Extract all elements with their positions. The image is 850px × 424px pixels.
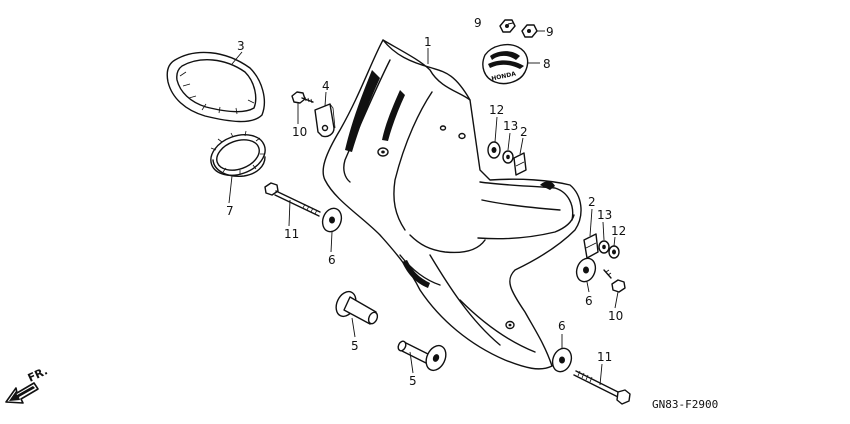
callout-9a: 9	[474, 16, 482, 30]
front-cover-part	[322, 39, 582, 370]
callout-5b: 5	[409, 374, 417, 388]
callout-2b: 2	[588, 195, 596, 209]
leader-lines	[228, 22, 619, 386]
long-bolt-part-lower	[573, 370, 631, 405]
washer-part-b	[575, 257, 597, 283]
clip-part-right	[583, 233, 599, 259]
callout-11a: 11	[284, 227, 299, 241]
direction-label: FR.	[26, 364, 50, 384]
callout-6c: 6	[558, 319, 566, 333]
bracket-part	[314, 103, 336, 138]
collar-part-lower	[397, 340, 447, 372]
callout-9b: 9	[546, 25, 554, 39]
honda-emblem-part: HONDA	[482, 43, 529, 85]
long-bolt-part-upper	[264, 182, 321, 217]
callout-10a: 10	[292, 125, 307, 139]
callout-numbers: 1 3 4 10 7 11 6 9 9 8 12 13 2 2 13 12 6 …	[226, 16, 626, 388]
callout-12b: 12	[611, 224, 626, 238]
washer-small-part-right	[598, 240, 610, 254]
callout-6b: 6	[585, 294, 593, 308]
nut-part-right	[521, 24, 538, 38]
callout-8: 8	[543, 57, 551, 71]
callout-2a: 2	[520, 125, 528, 139]
callout-13a: 13	[503, 119, 518, 133]
callout-1: 1	[424, 35, 432, 49]
washer-small-part-upper	[502, 150, 514, 164]
grille-frame-part	[166, 51, 266, 123]
small-bolt-part-lower	[603, 269, 626, 293]
callout-10b: 10	[608, 309, 623, 323]
callout-3: 3	[237, 39, 245, 53]
clip-part-upper	[513, 152, 527, 176]
grommet-part-upper	[487, 141, 501, 159]
collar-part-upper	[335, 290, 379, 325]
callout-13b: 13	[597, 208, 612, 222]
callout-11b: 11	[597, 350, 612, 364]
grommet-part-right	[608, 245, 620, 259]
diagram-code: GN83-F2900	[652, 398, 718, 411]
callout-4: 4	[322, 79, 330, 93]
callout-6a: 6	[328, 253, 336, 267]
callout-7: 7	[226, 204, 234, 218]
washer-part-c	[551, 347, 573, 373]
washer-part-a	[321, 207, 343, 233]
front-direction-indicator: FR.	[5, 364, 50, 404]
small-bolt-part-upper	[291, 91, 314, 104]
callout-12a: 12	[489, 103, 504, 117]
callout-5a: 5	[351, 339, 359, 353]
nut-part-left	[499, 19, 516, 33]
rubber-ring-part	[210, 130, 266, 177]
